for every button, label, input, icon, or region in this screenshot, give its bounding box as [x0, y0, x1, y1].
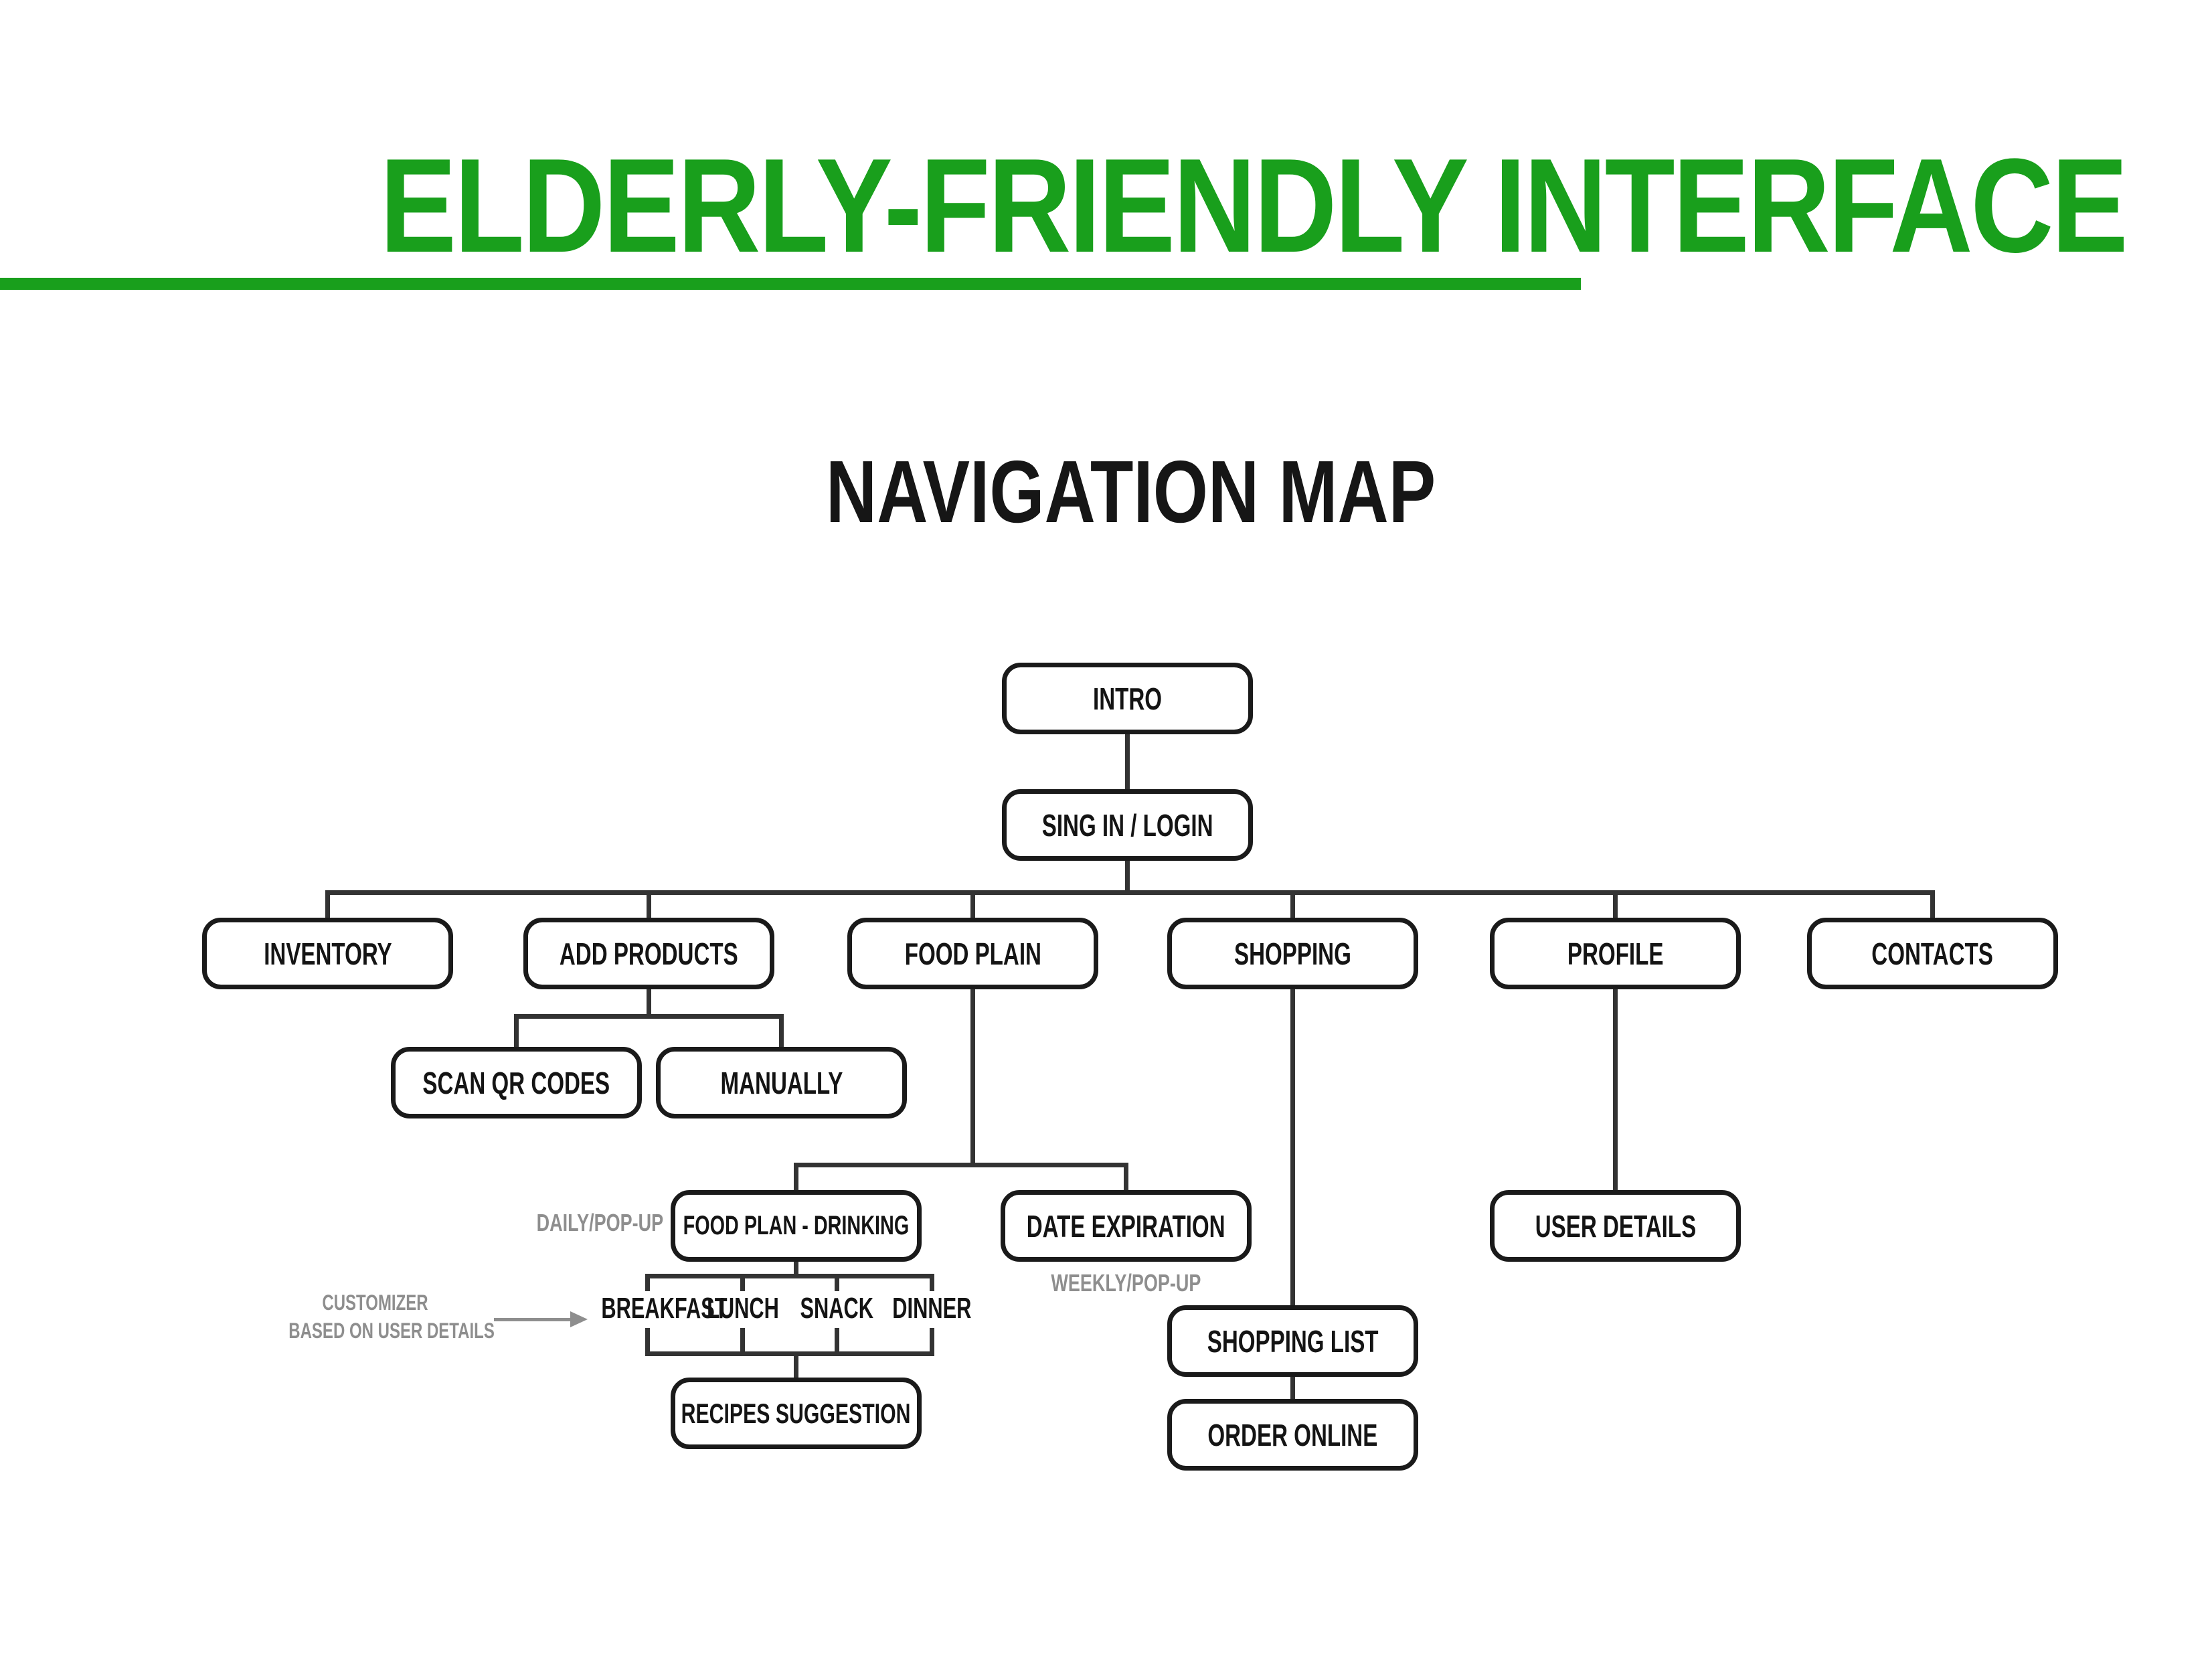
connector-addproducts-bar [514, 1014, 784, 1019]
connector-meals-bottom-bar [645, 1351, 934, 1356]
node-intro: INTRO [1002, 663, 1253, 734]
connector-recipes-down [794, 1354, 798, 1378]
label-daily-popup-text: DAILY/POP-UP [536, 1209, 664, 1236]
connector-meals-top-bar [645, 1274, 934, 1278]
node-food-plain-label: FOOD PLAIN [904, 936, 1041, 971]
connector-addproducts-down [647, 989, 651, 1017]
connector-drop-contacts [1930, 893, 1935, 920]
connector-signin-bar [1125, 861, 1130, 893]
meal-snack-label: SNACK [800, 1292, 873, 1325]
node-manually-label: MANUALLY [720, 1065, 843, 1100]
connector-drop-scanqr [514, 1017, 519, 1047]
title-underline [0, 278, 1581, 290]
meal-dinner-label: DINNER [891, 1292, 972, 1325]
connector-shopping-down [1290, 989, 1295, 1305]
connector-shoppinglist-orderonline [1290, 1377, 1295, 1399]
node-date-expiration-label: DATE EXPIRATION [1027, 1208, 1225, 1244]
connector-drop-food-plain [970, 893, 975, 920]
meal-breakfast-label: BREAKFAST [601, 1292, 728, 1325]
meal-snack: SNACK [763, 1292, 910, 1325]
connector-intro-signin [1125, 734, 1130, 792]
customizer-arrow-line [494, 1318, 570, 1321]
label-weekly-popup: WEEKLY/POP-UP [1025, 1269, 1226, 1297]
node-scan-qr-codes: SCAN QR CODES [391, 1047, 642, 1118]
node-profile-label: PROFILE [1567, 936, 1664, 971]
connector-dinner-down [930, 1328, 934, 1354]
node-intro-label: INTRO [1092, 681, 1163, 716]
node-add-products: ADD PRODUCTS [523, 918, 774, 989]
customizer-arrow-head-icon [570, 1311, 588, 1327]
label-daily-popup: DAILY/POP-UP [515, 1209, 669, 1237]
node-user-details: USER DETAILS [1490, 1190, 1741, 1262]
node-add-products-label: ADD PRODUCTS [560, 936, 738, 971]
node-shopping: SHOPPING [1167, 918, 1418, 989]
node-contacts: CONTACTS [1807, 918, 2058, 989]
node-food-plan-drinking-label: FOOD PLAN - DRINKING [683, 1211, 910, 1240]
node-scan-qr-codes-label: SCAN QR CODES [422, 1065, 610, 1100]
label-customizer-line1: CUSTOMIZER [254, 1289, 495, 1317]
meal-lunch-label: LUNCH [707, 1292, 779, 1325]
connector-main-bar [325, 890, 1935, 895]
connector-drop-shopping [1290, 893, 1295, 920]
connector-drop-lunch [740, 1276, 745, 1291]
node-profile: PROFILE [1490, 918, 1741, 989]
label-customizer-line2-text: BASED ON USER DETAILS [288, 1319, 495, 1343]
node-contacts-label: CONTACTS [1871, 936, 1994, 971]
connector-lunch-down [740, 1328, 745, 1354]
node-order-online-label: ORDER ONLINE [1207, 1417, 1378, 1452]
connector-drop-snack [835, 1276, 839, 1291]
connector-drop-dateexpiration [1124, 1165, 1128, 1190]
node-manually: MANUALLY [656, 1047, 907, 1118]
node-shopping-label: SHOPPING [1234, 936, 1351, 971]
connector-breakfast-down [645, 1328, 650, 1354]
connector-foodplain-bar [794, 1163, 1128, 1167]
label-customizer-line1-text: CUSTOMIZER [321, 1291, 428, 1315]
diagram-title: NAVIGATION MAP [826, 442, 1436, 541]
connector-drop-dinner [930, 1276, 934, 1291]
label-customizer: CUSTOMIZER BASED ON USER DETAILS [254, 1289, 495, 1345]
meal-dinner: DINNER [858, 1292, 1005, 1325]
connector-profile-down [1613, 989, 1618, 1190]
connector-drop-breakfast [645, 1276, 650, 1291]
connector-foodplain-down [970, 989, 975, 1165]
node-user-details-label: USER DETAILS [1535, 1208, 1696, 1244]
diagram-title-text: NAVIGATION MAP [826, 442, 1436, 541]
connector-drop-foodplan [794, 1165, 798, 1190]
connector-drop-profile [1613, 893, 1618, 920]
meal-lunch: LUNCH [669, 1292, 817, 1325]
node-shopping-list-label: SHOPPING LIST [1207, 1323, 1379, 1359]
connector-drop-manually [779, 1017, 784, 1047]
node-food-plan-drinking: FOOD PLAN - DRINKING [671, 1190, 922, 1262]
connector-snack-down [835, 1328, 839, 1354]
meal-breakfast: BREAKFAST [574, 1292, 727, 1325]
page-title: ELDERLY-FRIENDLY INTERFACE [372, 131, 2133, 280]
node-recipes-suggestion: RECIPES SUGGESTION [671, 1378, 922, 1449]
node-shopping-list: SHOPPING LIST [1167, 1305, 1418, 1377]
connector-drop-inventory [325, 893, 330, 920]
connector-foodplan-fork-down [794, 1262, 798, 1278]
node-sign-in-login: SING IN / LOGIN [1002, 789, 1253, 861]
node-order-online: ORDER ONLINE [1167, 1399, 1418, 1471]
node-inventory-label: INVENTORY [263, 936, 392, 971]
node-sign-in-login-label: SING IN / LOGIN [1041, 807, 1213, 843]
node-date-expiration: DATE EXPIRATION [1001, 1190, 1252, 1262]
label-customizer-line2: BASED ON USER DETAILS [254, 1317, 495, 1345]
node-food-plain: FOOD PLAIN [847, 918, 1098, 989]
page-title-text: ELDERLY-FRIENDLY INTERFACE [379, 131, 2128, 280]
node-inventory: INVENTORY [202, 918, 453, 989]
connector-drop-add-products [647, 893, 651, 920]
node-recipes-suggestion-label: RECIPES SUGGESTION [681, 1397, 911, 1429]
label-weekly-popup-text: WEEKLY/POP-UP [1050, 1269, 1201, 1297]
